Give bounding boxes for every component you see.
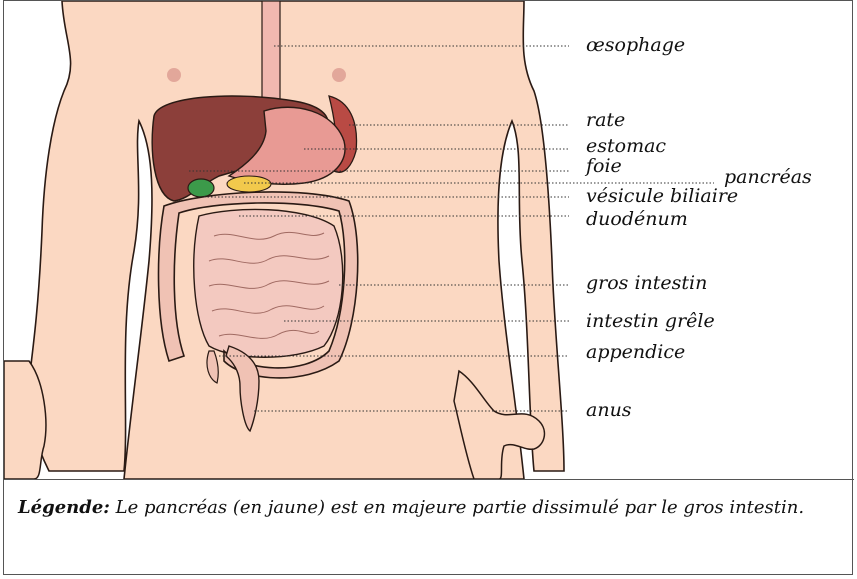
label-appendix: appendice [586, 343, 685, 362]
nipple-left [167, 68, 181, 82]
label-small-intestine: intestin grêle [586, 312, 715, 331]
label-oesophagus: œsophage [586, 36, 685, 55]
diagram-frame: œsophage rate estomac foie pancréas vési… [3, 0, 853, 575]
caption-title: Légende: [18, 497, 110, 518]
label-spleen: rate [586, 111, 625, 130]
label-liver: foie [586, 157, 622, 176]
nipple-right [332, 68, 346, 82]
caption-text: Le pancréas (en jaune) est en majeure pa… [116, 497, 804, 518]
pancreas-shape [227, 176, 271, 192]
label-duodenum: duodénum [586, 210, 688, 229]
caption: Légende: Le pancréas (en jaune) est en m… [18, 496, 838, 520]
gallbladder-shape [188, 179, 214, 197]
anatomy-svg [4, 1, 854, 479]
anatomy-illustration: œsophage rate estomac foie pancréas vési… [4, 1, 854, 480]
label-gallbladder: vésicule biliaire [586, 187, 738, 206]
label-large-intestine: gros intestin [586, 274, 707, 293]
label-anus: anus [586, 401, 632, 420]
label-stomach: estomac [586, 137, 666, 156]
